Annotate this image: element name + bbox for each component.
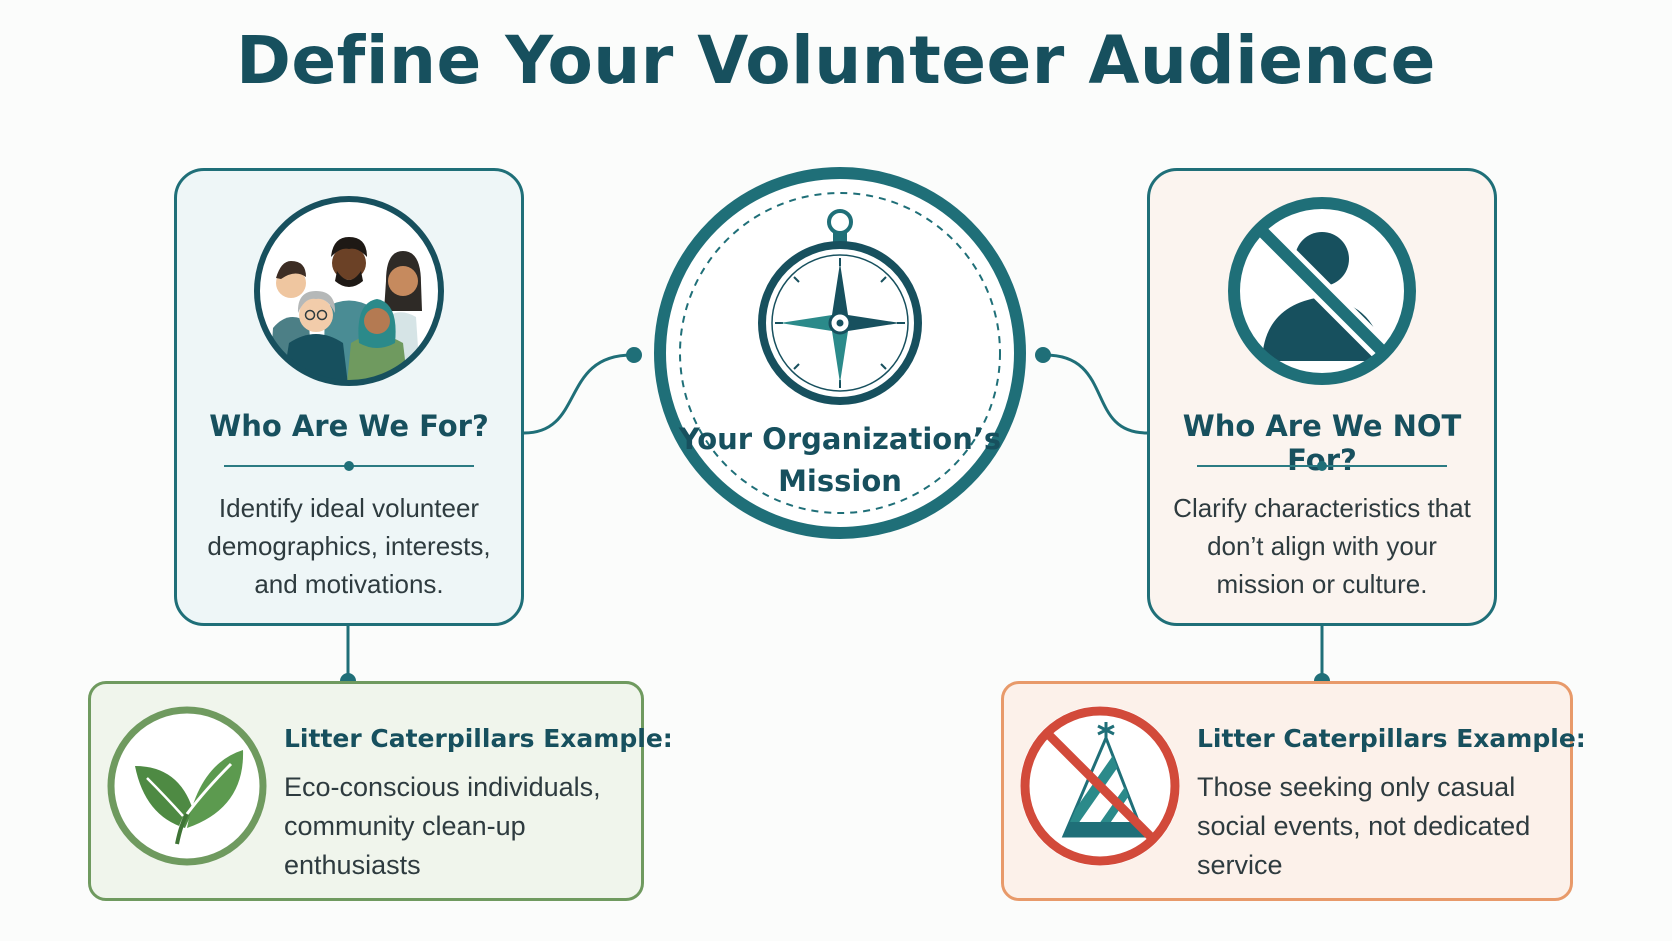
example-text-not-for: Those seeking only casual social events,… <box>1197 772 1531 880</box>
example-for-box: Litter Caterpillars Example: Eco-conscio… <box>88 681 673 901</box>
divider <box>224 461 474 471</box>
divider <box>1197 461 1447 471</box>
who-are-we-for-card: Who Are We For? Identify ideal volunteer… <box>174 168 524 626</box>
example-title-not-for: Litter Caterpillars Example: <box>1197 724 1586 753</box>
card-description-not-for: Clarify characteristics that don’t align… <box>1173 493 1471 599</box>
no-party-hat-icon <box>1020 706 1180 866</box>
mission-label-line1: Your Organization’s <box>678 422 1002 456</box>
card-title-for: Who Are We For? <box>209 409 489 443</box>
compass-icon <box>758 209 922 405</box>
card-description-for: Identify ideal volunteer demographics, i… <box>207 493 491 599</box>
mission-circle: Your Organization’s Mission <box>650 163 1030 543</box>
page-title: Define Your Volunteer Audience <box>236 22 1436 99</box>
example-text-for: Eco-conscious individuals, community cle… <box>284 772 601 880</box>
no-person-icon <box>1228 197 1416 385</box>
mission-label-line2: Mission <box>778 464 902 498</box>
example-not-for-box: Litter Caterpillars Example: Those seeki… <box>1001 681 1586 901</box>
leaf-icon <box>107 706 267 866</box>
example-title-for: Litter Caterpillars Example: <box>284 724 673 753</box>
diverse-people-icon <box>254 196 444 386</box>
card-title-not-for: Who Are We NOT For? <box>1182 409 1462 477</box>
who-are-we-not-for-card: Who Are We NOT For? Clarify characterist… <box>1147 168 1497 626</box>
